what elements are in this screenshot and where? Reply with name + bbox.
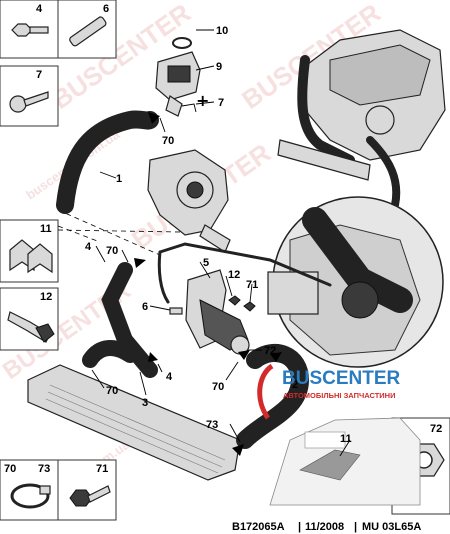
- flow-arrows: [134, 112, 282, 456]
- callout-70-mid: 70: [106, 245, 118, 257]
- svg-text:|: |: [298, 521, 301, 533]
- callout-1: 1: [116, 173, 122, 185]
- bolt-71: [243, 301, 256, 312]
- callout-11: 11: [340, 433, 352, 445]
- box-label-6: 6: [103, 3, 109, 15]
- seal-ring: [172, 37, 192, 49]
- box-label-4: 4: [36, 3, 43, 15]
- turbocharger: [147, 149, 231, 253]
- throttle-valve: [155, 37, 201, 117]
- detail-box-7: 7: [0, 65, 59, 127]
- callout-12: 12: [228, 269, 240, 281]
- dashed-leaders: [57, 209, 181, 256]
- box-label-70: 70: [4, 463, 16, 475]
- callout-labels: 10 9 7 + 70 1 4 70 5 12 71 6 72 4 70 2 7…: [85, 25, 352, 445]
- van-sketch: [269, 417, 421, 506]
- connector-line: [158, 242, 332, 287]
- footer-date: 11/2008: [305, 521, 344, 533]
- arrow-icon: [148, 112, 160, 124]
- detail-box-12: 12: [0, 287, 59, 351]
- callout-73: 73: [206, 419, 218, 431]
- box-label-7: 7: [36, 69, 42, 81]
- callout-4-top: 4: [85, 241, 92, 253]
- bolt-12: [228, 295, 241, 306]
- svg-text:|: |: [354, 521, 357, 533]
- buscenter-logo: BUSCENTER АВТОМОБІЛЬНІ ЗАПЧАСТИНИ: [257, 363, 401, 420]
- detail-box-71: 71: [57, 459, 117, 521]
- logo-tagline: АВТОМОБІЛЬНІ ЗАПЧАСТИНИ: [283, 391, 395, 400]
- detail-box-70-73: 70 73: [0, 459, 59, 521]
- callout-7: 7: [218, 97, 224, 109]
- callout-70-top: 70: [162, 135, 174, 147]
- plus-icon: +: [196, 91, 209, 110]
- leader-lines: [91, 29, 351, 457]
- footer-code: MU 03L65A: [362, 521, 421, 533]
- callout-3: 3: [142, 397, 148, 409]
- callout-5: 5: [203, 257, 209, 269]
- callout-9: 9: [216, 61, 222, 73]
- callout-70-right: 70: [212, 381, 224, 393]
- logo-name: BUSCENTER: [282, 368, 401, 389]
- box-label-11: 11: [40, 223, 52, 235]
- hose-1: [56, 110, 159, 214]
- callout-4-bottom: 4: [166, 371, 173, 383]
- footer: B172065A | 11/2008 | MU 03L65A: [232, 521, 421, 533]
- callout-10: 10: [216, 25, 228, 37]
- screw-head-icon: [9, 95, 27, 113]
- detail-box-6: 6: [57, 0, 117, 59]
- dowel-pin-icon: [69, 16, 107, 47]
- callout-72: 72: [264, 345, 276, 357]
- pin-6: [169, 307, 183, 315]
- detail-box-11: 11: [0, 219, 59, 283]
- callout-6: 6: [142, 301, 148, 313]
- box-label-72: 72: [430, 423, 442, 435]
- engine-assembly: [277, 29, 446, 209]
- intercooler: [27, 364, 241, 481]
- valve-5: [169, 269, 256, 355]
- logo-arc-icon: [257, 363, 274, 420]
- pipe-3: [82, 262, 158, 378]
- hose-clamp-icon: [10, 483, 50, 509]
- intercooler-small: [277, 139, 371, 181]
- detail-box-4: 4: [0, 0, 59, 59]
- box-label-71: 71: [96, 463, 108, 475]
- footer-ref: B172065A: [232, 521, 285, 533]
- bolt-shank-icon: [29, 26, 49, 34]
- screw-thread-icon: [23, 91, 49, 107]
- callout-70-left: 70: [106, 385, 118, 397]
- callout-71: 71: [246, 279, 258, 291]
- callout-2: 2: [292, 379, 298, 391]
- box-label-73: 73: [38, 463, 50, 475]
- box-label-12: 12: [40, 291, 52, 303]
- detail-magnifier: [267, 196, 444, 368]
